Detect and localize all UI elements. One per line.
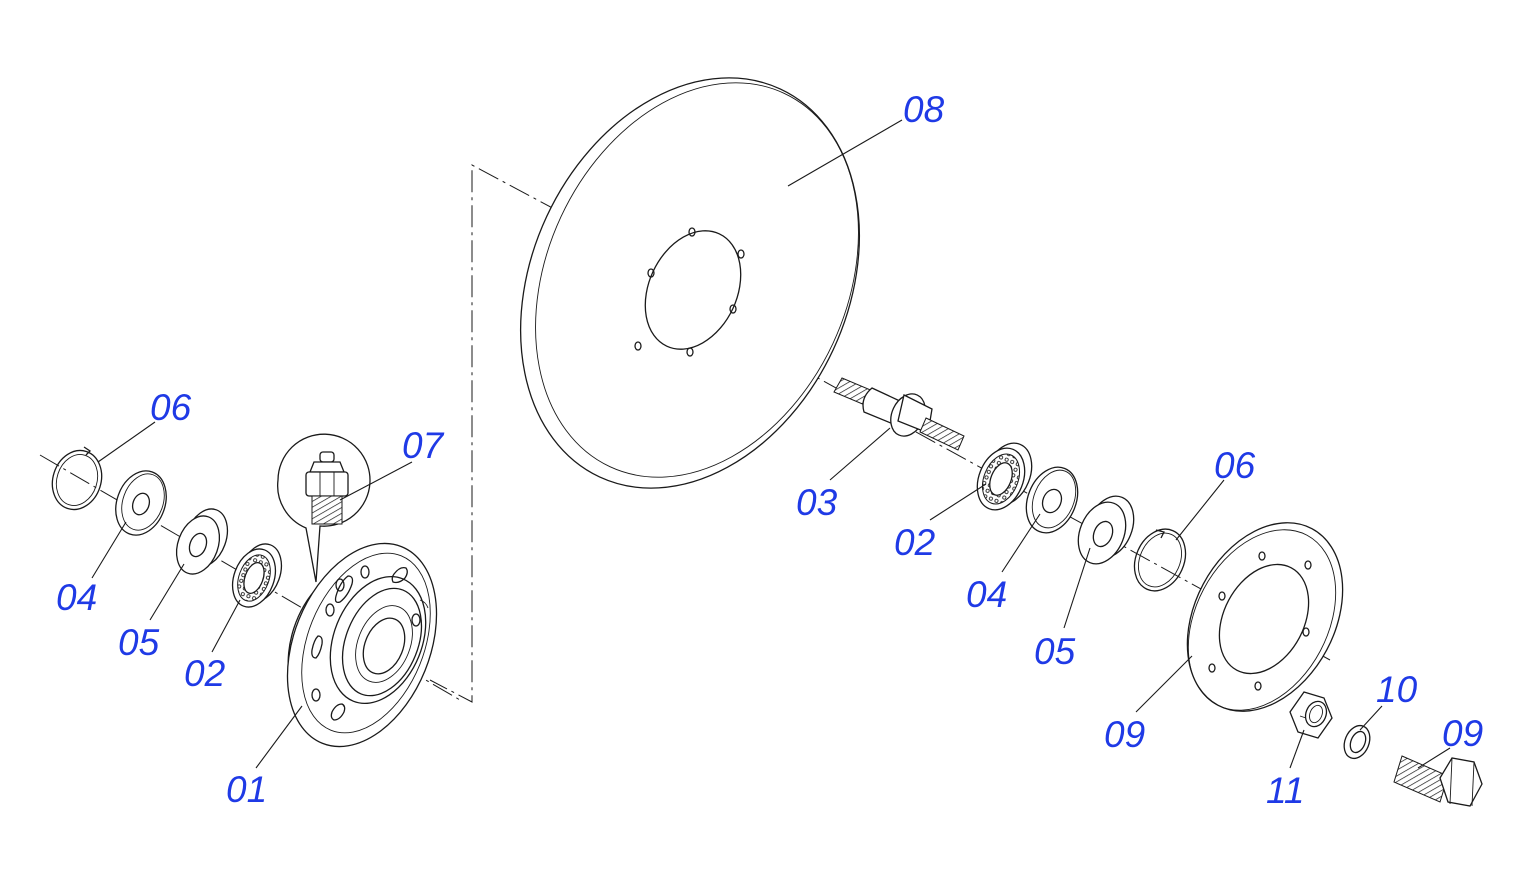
lock-washer bbox=[1343, 724, 1371, 760]
callout-bearing-left: 02 bbox=[184, 653, 226, 694]
callout-spacer-left: 05 bbox=[118, 622, 160, 663]
callout-lock-washer: 10 bbox=[1376, 669, 1418, 710]
callout-nut: 11 bbox=[1266, 770, 1304, 811]
callout-washer-left: 04 bbox=[56, 577, 97, 618]
spacer-left bbox=[175, 508, 229, 575]
grease-nipple bbox=[277, 433, 371, 583]
disc bbox=[519, 77, 861, 489]
bearing-right bbox=[976, 442, 1033, 511]
callout-hub: 01 bbox=[226, 769, 267, 810]
nut bbox=[1289, 691, 1333, 739]
spacer-right bbox=[1077, 495, 1135, 565]
washer-left bbox=[115, 470, 167, 536]
bearing-left bbox=[231, 543, 283, 608]
callout-spacer-right: 05 bbox=[1034, 631, 1076, 672]
callout-circlip-right: 06 bbox=[1214, 445, 1256, 486]
callout-circlip-left: 06 bbox=[150, 387, 192, 428]
leader-lines bbox=[91, 119, 1451, 769]
washer-right bbox=[1025, 466, 1079, 534]
callout-flange: 09 bbox=[1104, 714, 1145, 755]
hub bbox=[286, 542, 438, 748]
callout-labels: 06 04 05 02 07 01 08 03 02 04 05 06 09 1… bbox=[56, 89, 1483, 811]
axle bbox=[833, 377, 965, 451]
circlip-right bbox=[1133, 528, 1187, 592]
circlip-left bbox=[51, 446, 103, 511]
callout-bolt: 09 bbox=[1442, 713, 1483, 754]
bolt bbox=[1393, 755, 1483, 807]
callout-disc: 08 bbox=[903, 89, 945, 130]
callout-axle: 03 bbox=[796, 482, 838, 523]
callout-washer-right: 04 bbox=[966, 574, 1007, 615]
callout-bearing-right: 02 bbox=[894, 522, 936, 563]
callout-grease-nipple: 07 bbox=[402, 425, 445, 466]
flange bbox=[1186, 522, 1344, 712]
